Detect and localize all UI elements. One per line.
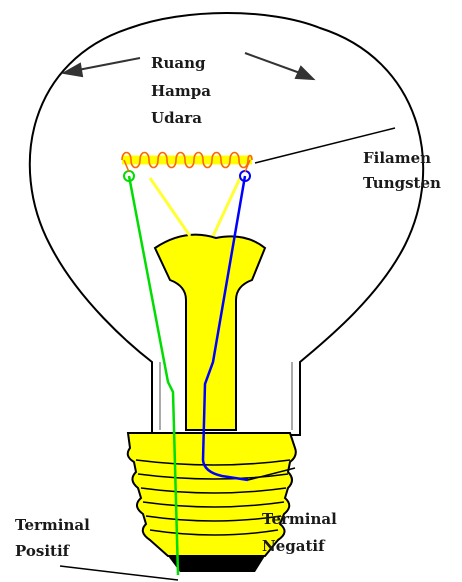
positive-terminal-label-line2: Positif	[15, 542, 71, 560]
vacuum-label-line1: Ruang	[151, 54, 206, 72]
vacuum-label-line3: Udara	[151, 109, 202, 127]
filament-label-line1: Filamen	[363, 149, 431, 167]
positive-terminal-leader-line	[60, 566, 178, 580]
contact-tip	[168, 556, 265, 572]
vacuum-label-line2: Hampa	[151, 82, 211, 100]
positive-terminal-label-line1: Terminal	[15, 516, 90, 534]
negative-terminal-label-line1: Terminal	[262, 510, 337, 528]
negative-terminal-label-line2: Negatif	[262, 537, 326, 555]
filament-label-line2: Tungsten	[363, 174, 441, 192]
